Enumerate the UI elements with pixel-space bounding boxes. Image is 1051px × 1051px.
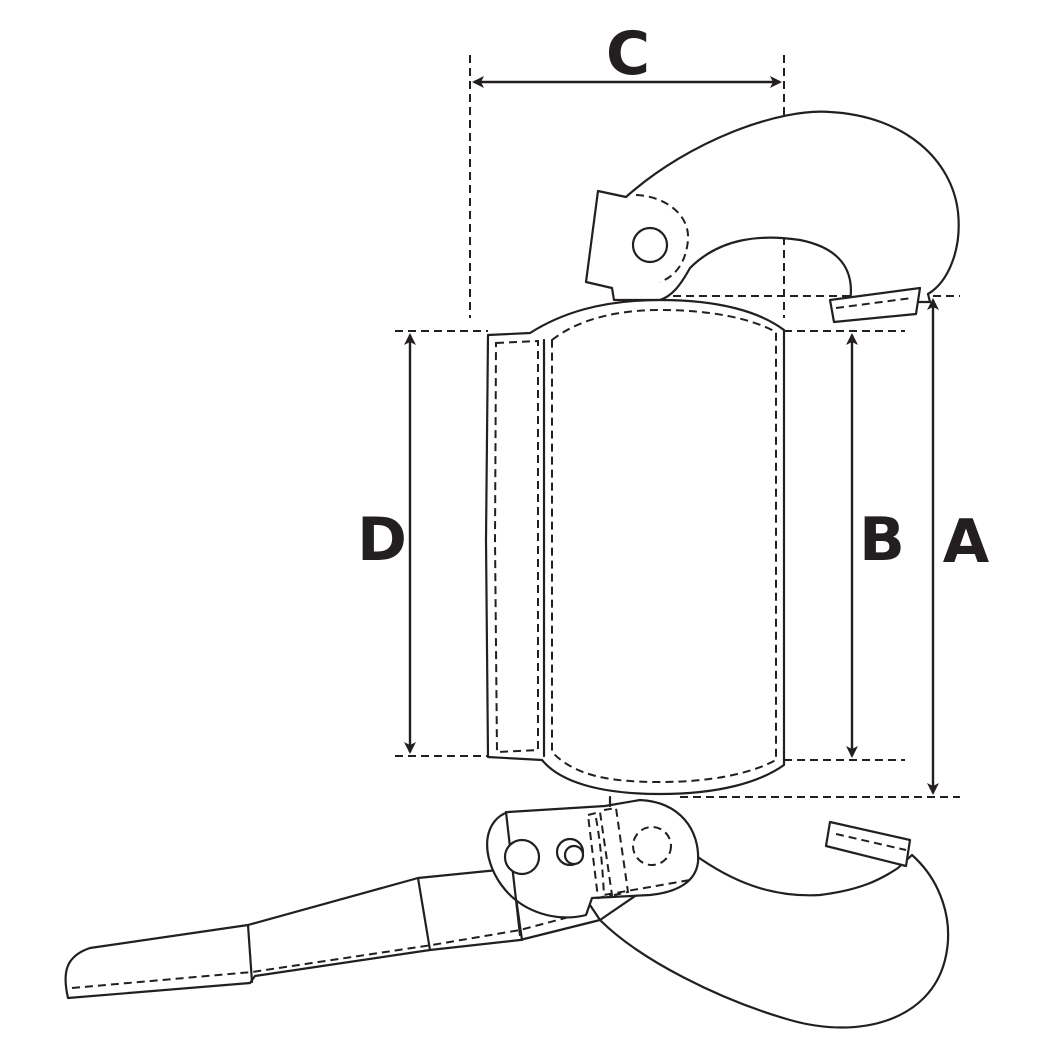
dimension-label-c: C (606, 19, 650, 89)
bottom-hook-rivet-inner (563, 844, 585, 866)
strap-segment-line-2 (416, 876, 432, 952)
bottom-hook-pivot-hole (503, 838, 541, 876)
bottom-hook-plate-edge (504, 810, 522, 937)
top-hook-body (584, 110, 960, 304)
bottom-strap-stitch (71, 911, 589, 989)
dimension-label-b: B (859, 505, 905, 575)
bottom-hook-curl (598, 853, 950, 1029)
dimension-label-a: A (943, 507, 990, 577)
top-hook-tip (828, 286, 922, 324)
cuff-stitch-main (551, 308, 777, 784)
dimension-arrows (404, 76, 939, 795)
bottom-hook-inner-dashed (595, 817, 691, 897)
cuff-outer-outline (484, 298, 786, 796)
bottom-hook-hidden-pivot (632, 826, 672, 866)
bottom-hook (64, 795, 950, 1029)
top-hook-pivot-hole (631, 226, 669, 264)
cuff-stitch-left (493, 339, 539, 754)
dimension-labels: C A B D (357, 19, 990, 577)
bottom-hook-tip (824, 820, 912, 868)
cuff-sleeve (484, 298, 786, 796)
strap-segment-line-1 (246, 923, 254, 984)
dimension-label-d: D (357, 505, 407, 575)
bottom-hook-tip-stitch (835, 833, 907, 851)
bottom-hook-plate-stitch (586, 806, 630, 900)
top-hook (584, 110, 960, 324)
